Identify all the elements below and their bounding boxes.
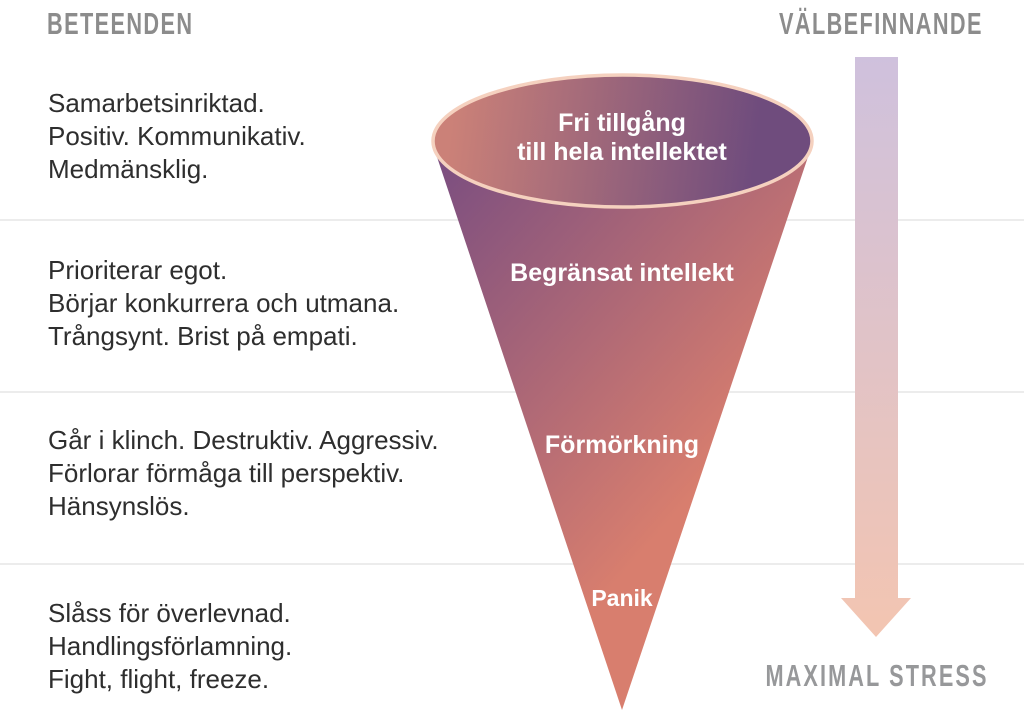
behavior-line: Samarbetsinriktad. bbox=[48, 88, 265, 118]
maximal-stress-label: MAXIMAL STRESS bbox=[718, 658, 1024, 694]
funnel-label-line: Förmörkning bbox=[544, 431, 700, 459]
funnel-label-line: Panik bbox=[591, 585, 653, 611]
behavior-line: Positiv. Kommunikativ. bbox=[48, 121, 306, 151]
behavior-line: Slåss för överlevnad. bbox=[48, 598, 291, 628]
funnel-label-line: Begränsat intellekt bbox=[510, 259, 734, 287]
right-column-header-label: VÄLBEFINNANDE bbox=[779, 6, 983, 41]
behavior-line: Börjar konkurrera och utmana. bbox=[48, 288, 400, 318]
section-divider bbox=[0, 563, 1024, 565]
funnel-level-2-label: Begränsat intellekt bbox=[510, 259, 734, 288]
stress-arrow-shaft bbox=[855, 57, 898, 598]
behavior-line: Handlingsförlamning. bbox=[48, 631, 293, 661]
cone-body bbox=[433, 145, 812, 710]
stress-arrow-head bbox=[841, 598, 911, 637]
left-column-header: BETEENDEN bbox=[47, 6, 256, 42]
funnel-level-4-label: Panik bbox=[591, 584, 652, 613]
behavior-line: Fight, flight, freeze. bbox=[48, 664, 270, 694]
behavior-line: Prioriterar egot. bbox=[48, 255, 228, 285]
funnel-label-line: Fri tillgång bbox=[558, 109, 686, 137]
behavior-line: Hänsynslös. bbox=[48, 491, 190, 521]
behavior-block-1: Samarbetsinriktad. Positiv. Kommunikativ… bbox=[48, 87, 306, 186]
right-column-header: VÄLBEFINNANDE bbox=[779, 6, 1024, 42]
behavior-line: Trångsynt. Brist på empati. bbox=[48, 321, 358, 351]
funnel-level-3-label: Förmörkning bbox=[545, 431, 699, 460]
behavior-block-3: Går i klinch. Destruktiv. Aggressiv. För… bbox=[48, 424, 439, 523]
behavior-block-2: Prioriterar egot. Börjar konkurrera och … bbox=[48, 254, 399, 353]
maximal-stress-text: MAXIMAL STRESS bbox=[765, 658, 989, 693]
section-divider bbox=[0, 391, 1024, 393]
left-column-header-label: BETEENDEN bbox=[47, 6, 194, 41]
behavior-block-4: Slåss för överlevnad. Handlingsförlamnin… bbox=[48, 597, 292, 696]
behavior-line: Medmänsklig. bbox=[48, 154, 209, 184]
cone-opening bbox=[431, 73, 814, 209]
behavior-line: Förlorar förmåga till perspektiv. bbox=[48, 458, 405, 488]
funnel-label-line: till hela intellektet bbox=[517, 138, 727, 166]
funnel-level-1-label: Fri tillgång till hela intellektet bbox=[517, 109, 727, 167]
behavior-line: Går i klinch. Destruktiv. Aggressiv. bbox=[48, 425, 439, 455]
